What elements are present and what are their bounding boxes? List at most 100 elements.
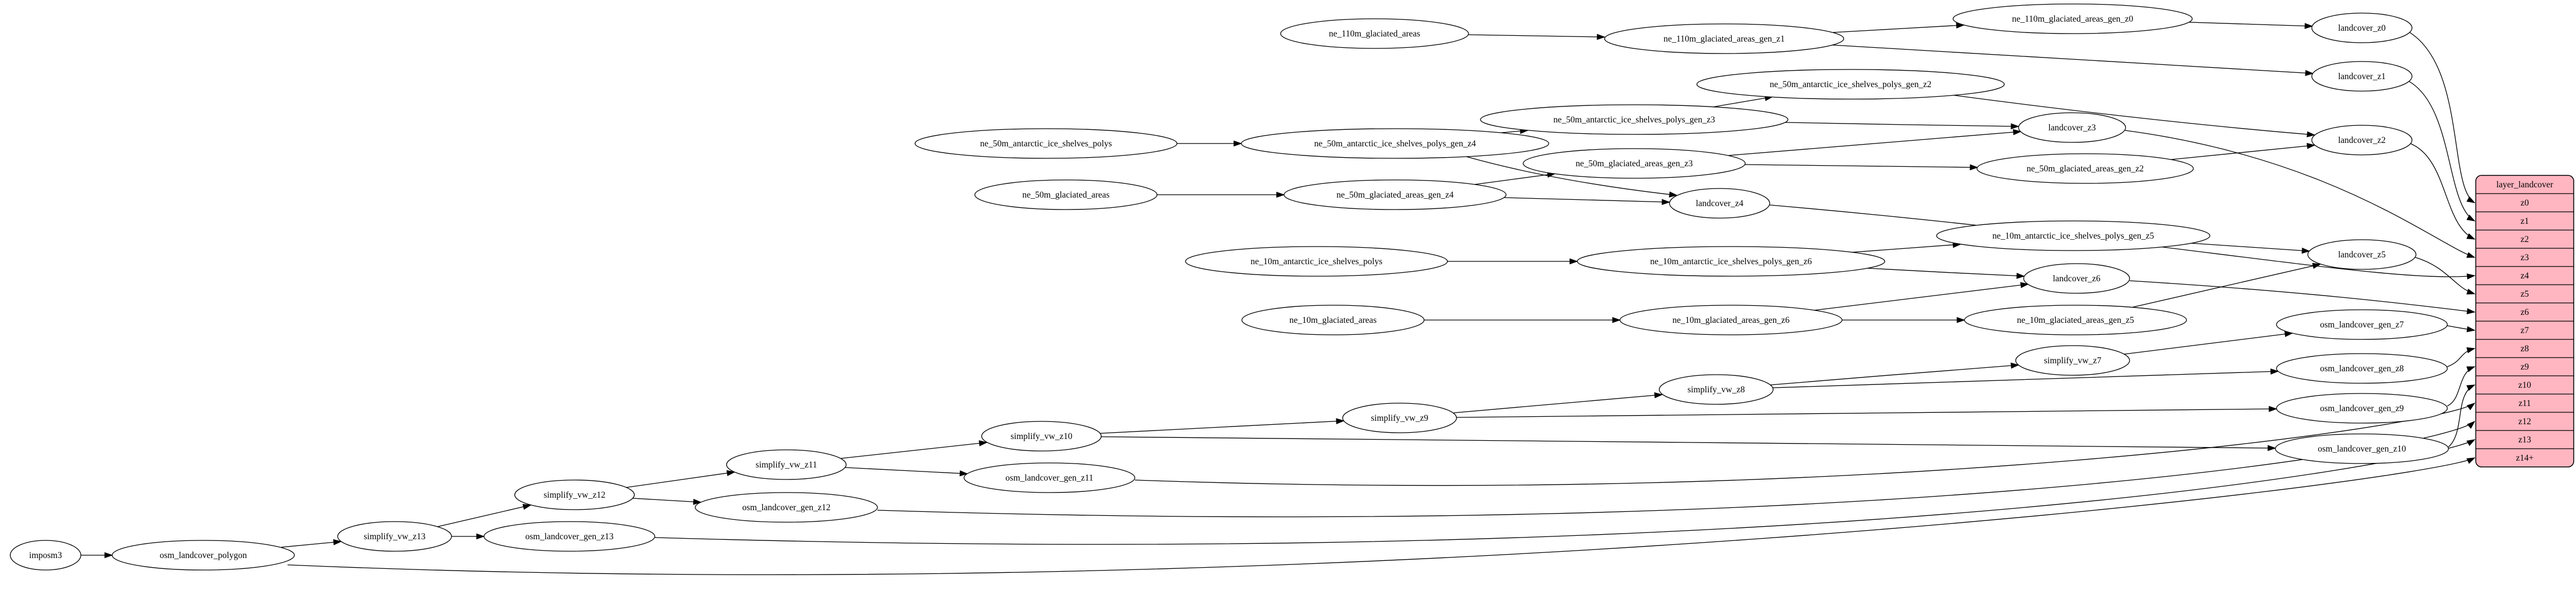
node-ellipse	[695, 492, 878, 523]
node-label: landcover_z4	[1696, 199, 1744, 208]
node-ellipse	[1952, 3, 2193, 34]
node-ellipse	[1342, 403, 1457, 433]
node-label: osm_landcover_polygon	[159, 551, 247, 560]
edge-landcover_z5-to-table:z5	[2415, 257, 2476, 295]
node-osm_landcover_gen_z9: osm_landcover_gen_z9	[2276, 393, 2448, 424]
arrowhead-icon	[104, 552, 113, 559]
node-ellipse	[1577, 246, 1885, 277]
edge-line	[2188, 22, 2313, 27]
node-label: ne_110m_glaciated_areas_gen_z0	[2012, 14, 2134, 24]
edge-line	[1785, 122, 2019, 127]
edge-line	[2409, 32, 2475, 203]
node-label: imposm3	[29, 551, 62, 560]
edge-ne_50m_glaciated_areas_gen_z2-to-landcover_z2	[2171, 143, 2316, 160]
node-ellipse	[2311, 13, 2413, 43]
node-landcover_z5: landcover_z5	[2307, 239, 2417, 270]
edge-ne_50m_glaciated_areas_gen_z3-to-landcover_z3	[1728, 129, 2022, 156]
edge-line	[1503, 197, 1670, 203]
node-osm_landcover_gen_z12: osm_landcover_gen_z12	[695, 492, 878, 523]
edge-line	[2129, 280, 2475, 313]
edge-osm_landcover_gen_z7-to-table:z7	[2447, 325, 2476, 333]
edge-line	[844, 467, 968, 474]
node-osm_landcover_gen_z7: osm_landcover_gen_z7	[2276, 309, 2448, 340]
arrowhead-icon	[2466, 457, 2476, 464]
node-ne_50m_glaciated_areas_gen_z3: ne_50m_glaciated_areas_gen_z3	[1523, 148, 1746, 179]
node-label: osm_landcover_gen_z10	[2318, 444, 2406, 454]
table-row-z3: z3	[2521, 253, 2529, 263]
node-label: ne_110m_glaciated_areas_gen_z1	[1664, 34, 1785, 44]
node-label: simplify_vw_z9	[1371, 413, 1429, 423]
edge-simplify_vw_z10-to-osm_landcover_gen_z10	[1101, 436, 2276, 452]
edge-line	[437, 505, 531, 527]
arrowhead-icon	[693, 499, 702, 505]
table-row-z7: z7	[2521, 326, 2529, 335]
arrowhead-icon	[2467, 308, 2476, 314]
edge-line	[1101, 436, 2276, 449]
edge-simplify_vw_z9-to-simplify_vw_z8	[1453, 392, 1663, 413]
table-row-z6: z6	[2521, 307, 2529, 317]
edge-line	[2123, 333, 2293, 355]
arrowhead-icon	[1597, 34, 1606, 40]
node-label: landcover_z5	[2338, 250, 2386, 260]
edge-line	[1456, 408, 2277, 418]
node-label: landcover_z6	[2053, 274, 2101, 284]
node-label: osm_landcover_gen_z9	[2320, 404, 2403, 413]
node-ellipse	[914, 128, 1178, 159]
node-osm_landcover_gen_z10: osm_landcover_gen_z10	[2275, 433, 2449, 464]
node-ellipse	[1480, 104, 1789, 135]
edge-ne_10m_glaciated_areas_gen_z6-to-ne_10m_glaciated_areas_gen_z5	[1842, 317, 1966, 323]
node-label: landcover_z0	[2338, 23, 2386, 33]
edge-ne_10m_antarctic_ice_shelves_polys_gen_z6-to-ne_10m_antarctic_ice_shelves_polys_gen_z5	[1852, 241, 1962, 253]
edge-landcover_z4-to-table:z4	[1769, 204, 2476, 280]
edge-osm_landcover_gen_z8-to-table:z8	[2447, 347, 2476, 367]
edge-osm_landcover_gen_z13-to-table:z13	[654, 439, 2476, 545]
edge-layer	[80, 22, 2476, 575]
edge-line	[1831, 44, 2314, 74]
edge-ne_50m_glaciated_areas_gen_z4-to-landcover_z4	[1503, 197, 1671, 206]
node-ne_110m_glaciated_areas_gen_z1: ne_110m_glaciated_areas_gen_z1	[1604, 23, 1844, 54]
edge-line	[1832, 24, 1964, 33]
node-ellipse	[514, 479, 635, 510]
edge-ne_10m_antarctic_ice_shelves_polys_gen_z6-to-landcover_z6	[1867, 268, 2025, 279]
edge-line	[632, 498, 702, 503]
node-label: ne_10m_glaciated_areas_gen_z6	[1672, 315, 1790, 325]
arrowhead-icon	[979, 440, 988, 446]
edge-simplify_vw_z13-to-osm_landcover_gen_z13	[452, 533, 485, 540]
edge-line	[2124, 130, 2475, 258]
edge-osm_landcover_gen_z10-to-table:z10	[2448, 384, 2476, 448]
edge-line	[1468, 34, 1605, 38]
arrowhead-icon	[1970, 164, 1979, 171]
arrowhead-icon	[2270, 368, 2279, 375]
node-label: ne_10m_antarctic_ice_shelves_polys_gen_z…	[1992, 231, 2154, 241]
node-simplify_vw_z8: simplify_vw_z8	[1659, 374, 1774, 405]
node-ellipse	[1936, 220, 2210, 251]
node-ellipse	[337, 521, 452, 552]
arrowhead-icon	[1654, 392, 1663, 399]
node-label: ne_110m_glaciated_areas	[1329, 29, 1420, 39]
arrowhead-icon	[2467, 273, 2476, 280]
edge-ne_50m_antarctic_ice_shelves_polys_gen_z4-to-landcover_z4	[1466, 156, 1678, 198]
arrowhead-icon	[2466, 288, 2476, 295]
node-ellipse	[1185, 246, 1448, 277]
arrowhead-icon	[2269, 405, 2278, 412]
layer-table: layer_landcoverz0z1z2z3z4z5z6z7z8z9z10z1…	[2475, 175, 2574, 468]
node-label: ne_50m_glaciated_areas_gen_z3	[1576, 159, 1693, 169]
arrowhead-icon	[2466, 347, 2476, 354]
node-label: ne_50m_glaciated_areas_gen_z2	[2027, 164, 2144, 174]
node-ellipse	[1523, 148, 1746, 179]
node-imposm3: imposm3	[10, 540, 81, 571]
node-ellipse	[10, 540, 81, 571]
arrowhead-icon	[2466, 252, 2476, 258]
node-ne_10m_antarctic_ice_shelves_polys_gen_z6: ne_10m_antarctic_ice_shelves_polys_gen_z…	[1577, 246, 1885, 277]
node-ellipse	[1241, 305, 1425, 335]
table-row-z11: z11	[2518, 399, 2531, 408]
arrowhead-icon	[2016, 273, 2025, 279]
edge-line	[1852, 244, 1961, 253]
edge-simplify_vw_z12-to-simplify_vw_z11	[626, 470, 736, 488]
edge-landcover_z6-to-table:z6	[2129, 280, 2476, 314]
arrowhead-icon	[1276, 191, 1285, 198]
node-osm_landcover_gen_z8: osm_landcover_gen_z8	[2276, 353, 2448, 384]
table-row-z8: z8	[2521, 344, 2529, 354]
node-ellipse	[1659, 374, 1774, 405]
